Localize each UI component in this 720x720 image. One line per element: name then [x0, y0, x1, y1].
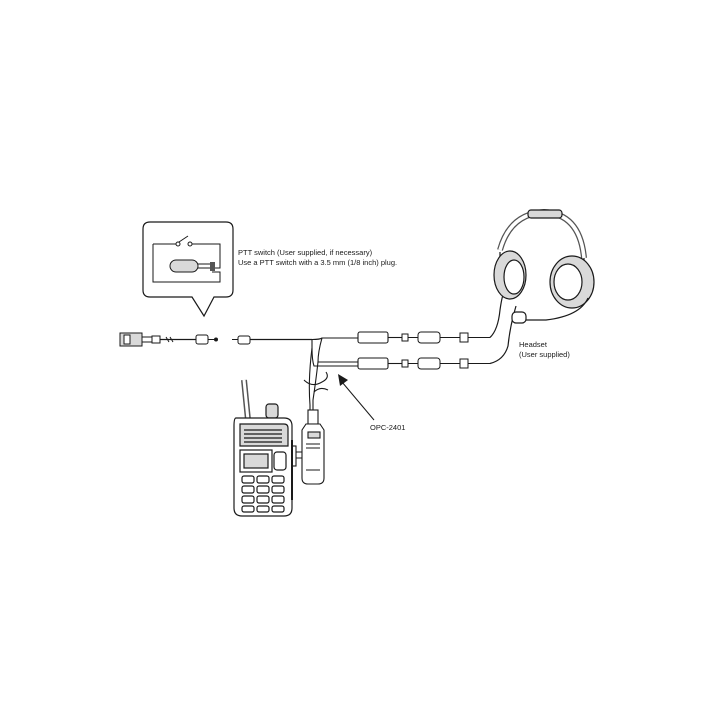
headset — [489, 208, 595, 365]
opc-2401-arrow — [338, 374, 375, 421]
ptt-switch-label-line1: PTT switch (User supplied, if necessary) — [238, 248, 373, 257]
headset-label: Headset (User supplied) — [519, 340, 570, 360]
ptt-plug — [119, 332, 218, 347]
keypad — [241, 475, 285, 513]
headset-label-line1: Headset — [519, 340, 547, 349]
headset-label-line2: (User supplied) — [519, 350, 570, 359]
ptt-switch-icon — [152, 235, 221, 283]
radio-adapter — [289, 409, 325, 485]
handheld-radio — [233, 379, 293, 517]
opc-2401-label: OPC-2401 — [370, 423, 406, 432]
ptt-switch-label: PTT switch (User supplied, if necessary)… — [238, 248, 397, 268]
ptt-switch-callout — [142, 221, 234, 318]
ptt-jack — [232, 335, 312, 345]
headset-jacks — [401, 331, 490, 370]
opc-2401-cable — [303, 331, 402, 412]
ptt-switch-label-line2: Use a PTT switch with a 3.5 mm (1/8 inch… — [238, 258, 398, 267]
